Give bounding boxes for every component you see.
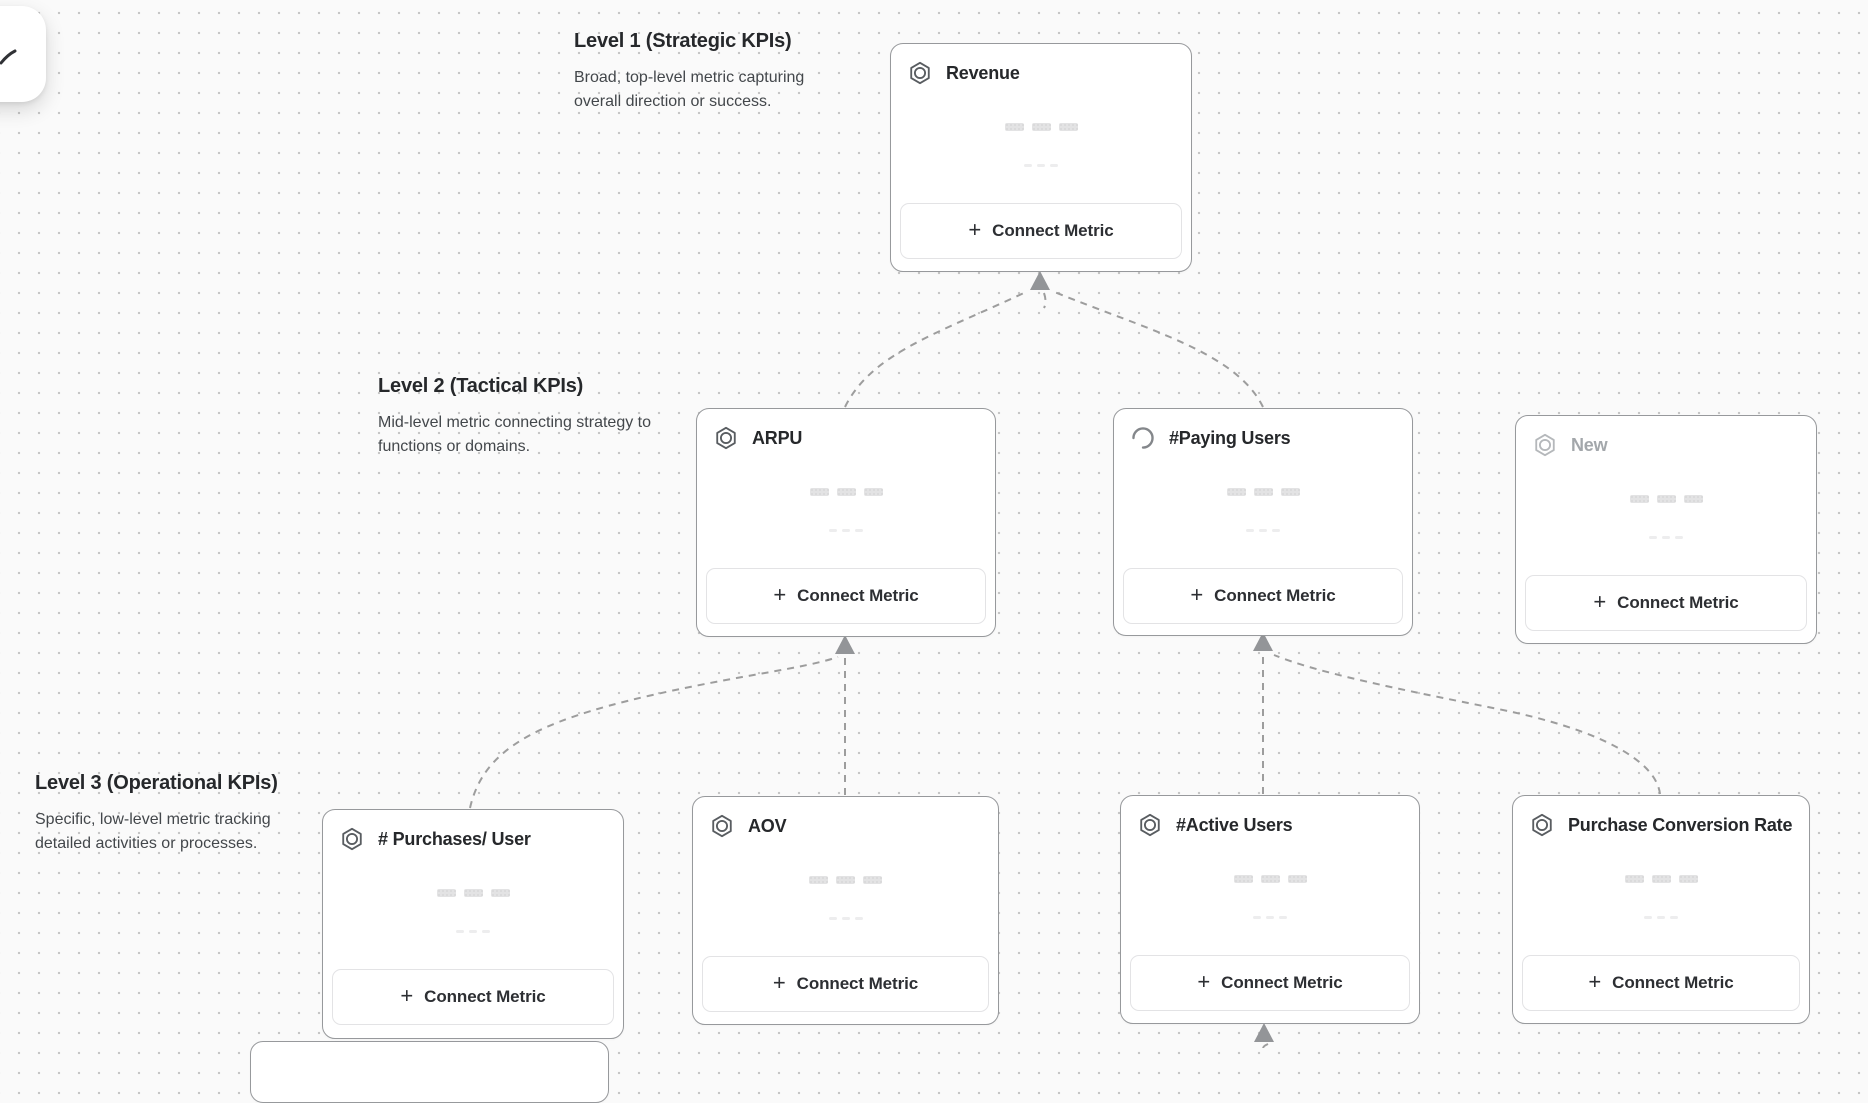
level-3-description: Specific, low-level metric tracking deta…	[35, 811, 271, 852]
metric-placeholder-skeleton	[891, 164, 1191, 167]
metric-card-title: Purchase Conversion Rate	[1568, 814, 1793, 835]
hexagon-metric-icon	[1532, 432, 1558, 458]
level-2-label: Level 2 (Tactical KPIs) Mid-level metric…	[378, 373, 660, 459]
connect-metric-label: Connect Metric	[424, 987, 546, 1006]
plus-icon: +	[1588, 969, 1602, 994]
card-header: #Active Users	[1137, 812, 1407, 838]
level-1-title: Level 1 (Strategic KPIs)	[574, 30, 792, 52]
connector-pcr-to-payingusers	[1273, 654, 1661, 795]
metric-placeholder-skeleton	[1114, 529, 1412, 532]
spinner-icon	[1130, 425, 1156, 451]
card-header: Revenue	[907, 60, 1179, 86]
plus-icon: +	[1197, 969, 1211, 994]
metric-placeholder-skeleton	[891, 123, 1191, 131]
card-header: Purchase Conversion Rate	[1529, 812, 1797, 838]
toolbar-button-partial[interactable]	[0, 6, 46, 102]
connect-metric-button[interactable]: + Connect Metric	[706, 568, 986, 624]
connector-purchases-to-arpu	[469, 656, 839, 809]
connector-payingusers-to-revenue	[1051, 290, 1264, 408]
metric-card-aov[interactable]: AOV + Connect Metric	[692, 796, 999, 1025]
plus-icon: +	[1593, 589, 1607, 614]
metric-card-new[interactable]: New + Connect Metric	[1515, 415, 1817, 644]
connect-metric-label: Connect Metric	[797, 586, 919, 605]
arrowhead-into-activeusers	[1254, 1023, 1274, 1042]
metric-card-title: # Purchases/ User	[378, 828, 531, 849]
arrowhead-into-revenue	[1030, 271, 1050, 290]
metric-card-title: AOV	[748, 815, 787, 836]
metric-placeholder-skeleton	[323, 889, 623, 897]
hexagon-metric-icon	[713, 425, 739, 451]
connector-stub-revenue	[1043, 292, 1047, 309]
plus-icon: +	[400, 983, 414, 1008]
hexagon-metric-icon	[1137, 812, 1163, 838]
metric-card-purchase-conversion-rate[interactable]: Purchase Conversion Rate + Connect Metri…	[1512, 795, 1810, 1024]
metric-placeholder-skeleton	[1121, 875, 1419, 883]
metric-placeholder-skeleton	[697, 529, 995, 532]
metric-placeholder-skeleton	[1516, 536, 1816, 539]
metric-card-title: ARPU	[752, 427, 803, 448]
metric-card-active-users[interactable]: #Active Users + Connect Metric	[1120, 795, 1420, 1024]
connect-metric-button[interactable]: + Connect Metric	[1123, 568, 1403, 624]
connector-stub-activeusers	[1262, 1043, 1269, 1048]
connect-metric-button[interactable]: + Connect Metric	[900, 203, 1182, 259]
metric-placeholder-skeleton	[1114, 488, 1412, 496]
connect-metric-label: Connect Metric	[1214, 586, 1336, 605]
connect-metric-label: Connect Metric	[1221, 973, 1343, 992]
connect-metric-button[interactable]: + Connect Metric	[1130, 955, 1410, 1011]
cursor-stroke-icon	[0, 49, 17, 65]
plus-icon: +	[772, 970, 786, 995]
connect-metric-label: Connect Metric	[796, 974, 919, 993]
hexagon-metric-icon	[339, 826, 365, 852]
metric-placeholder-skeleton	[323, 930, 623, 933]
connect-metric-button[interactable]: + Connect Metric	[1522, 955, 1800, 1011]
connect-metric-button[interactable]: + Connect Metric	[702, 956, 989, 1012]
card-header: AOV	[709, 813, 986, 839]
metric-placeholder-skeleton	[693, 876, 998, 884]
metric-placeholder-skeleton	[693, 917, 998, 920]
connect-metric-label: Connect Metric	[1612, 973, 1734, 992]
connect-metric-label: Connect Metric	[1617, 593, 1739, 612]
level-2-description: Mid-level metric connecting strategy to …	[378, 414, 651, 455]
metric-card-title: #Paying Users	[1169, 427, 1291, 448]
metric-card-title: #Active Users	[1176, 814, 1293, 835]
card-header: # Purchases/ User	[339, 826, 611, 852]
hexagon-metric-icon	[709, 813, 735, 839]
metric-placeholder-skeleton	[697, 488, 995, 496]
card-header: #Paying Users	[1130, 425, 1400, 451]
plus-icon: +	[968, 217, 982, 242]
metric-card-arpu[interactable]: ARPU + Connect Metric	[696, 408, 996, 637]
metric-card-revenue[interactable]: Revenue + Connect Metric	[890, 43, 1192, 272]
level-1-description: Broad, top-level metric capturing overal…	[574, 69, 805, 110]
metric-placeholder-skeleton	[1513, 875, 1809, 883]
metric-card-title: New	[1571, 434, 1608, 455]
connector-arpu-to-revenue	[844, 290, 1029, 408]
plus-icon: +	[773, 582, 787, 607]
metric-placeholder-skeleton	[1516, 495, 1816, 503]
level-2-title: Level 2 (Tactical KPIs)	[378, 375, 584, 397]
level-1-label: Level 1 (Strategic KPIs) Broad, top-leve…	[574, 28, 854, 114]
card-header: New	[1532, 432, 1804, 458]
metric-placeholder-skeleton	[1121, 916, 1419, 919]
metric-placeholder-skeleton	[1513, 916, 1809, 919]
metric-card-purchases-per-user[interactable]: # Purchases/ User + Connect Metric	[322, 809, 624, 1039]
connect-metric-label: Connect Metric	[992, 221, 1114, 240]
hexagon-metric-icon	[907, 60, 933, 86]
metric-card-title: Revenue	[946, 62, 1020, 83]
arrowhead-into-arpu	[835, 635, 855, 654]
hexagon-metric-icon	[1529, 812, 1555, 838]
card-header: ARPU	[713, 425, 983, 451]
metric-card-paying-users[interactable]: #Paying Users + Connect Metric	[1113, 408, 1413, 636]
connect-metric-button[interactable]: + Connect Metric	[1525, 575, 1807, 631]
level-3-title: Level 3 (Operational KPIs)	[35, 772, 278, 794]
connect-metric-button[interactable]: + Connect Metric	[332, 969, 614, 1025]
level-3-label: Level 3 (Operational KPIs) Specific, low…	[35, 770, 330, 856]
metric-card-partial[interactable]	[250, 1041, 609, 1103]
plus-icon: +	[1190, 582, 1204, 607]
